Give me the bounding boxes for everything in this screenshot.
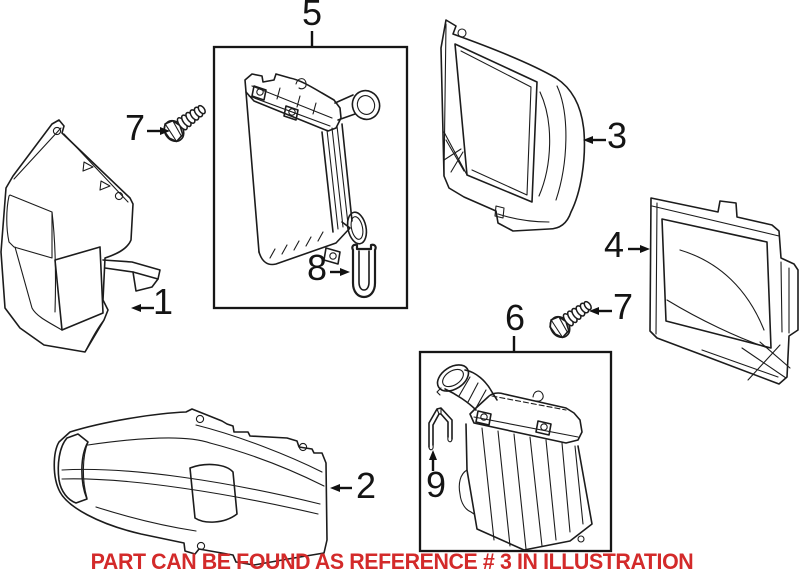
part-8-seal (351, 243, 377, 299)
callout-label-5: 5 (301, 0, 323, 33)
callout-arrow-1 (131, 304, 154, 312)
callout-label-9: 9 (425, 464, 447, 505)
reference-note: PART CAN BE FOUND AS REFERENCE # 3 IN IL… (90, 549, 694, 574)
callout-label-2: 2 (355, 465, 377, 506)
callout-arrow-7b (589, 307, 612, 315)
callout-arrow-8 (330, 268, 350, 276)
part-2-air-duct (53, 408, 328, 566)
callout-label-7a: 7 (124, 107, 146, 148)
callout-label-8: 8 (306, 247, 328, 288)
part-3-fan-shroud (440, 19, 586, 232)
callout-label-1: 1 (152, 281, 174, 322)
part-4-fan-shroud (649, 197, 799, 385)
callout-label-3: 3 (606, 115, 628, 156)
part-9-retaining-clip (428, 407, 453, 451)
ref-box-5 (212, 45, 409, 310)
part-5-intercooler (244, 73, 381, 266)
callout-arrow-4 (628, 245, 650, 253)
callout-arrow-2 (330, 484, 352, 492)
callout-arrow-7a (147, 127, 170, 135)
part-1-air-guide (0, 119, 161, 353)
callout-arrow-9 (429, 450, 437, 471)
callout-label-7b: 7 (612, 286, 634, 327)
part-6-intercooler (436, 364, 593, 551)
callout-label-6: 6 (504, 297, 526, 338)
callout-arrow-3 (583, 136, 606, 144)
part-7-bolt-right (545, 295, 598, 342)
ref-box-6 (418, 350, 613, 553)
callout-label-4: 4 (603, 224, 625, 265)
part-7-bolt-left (159, 99, 212, 146)
